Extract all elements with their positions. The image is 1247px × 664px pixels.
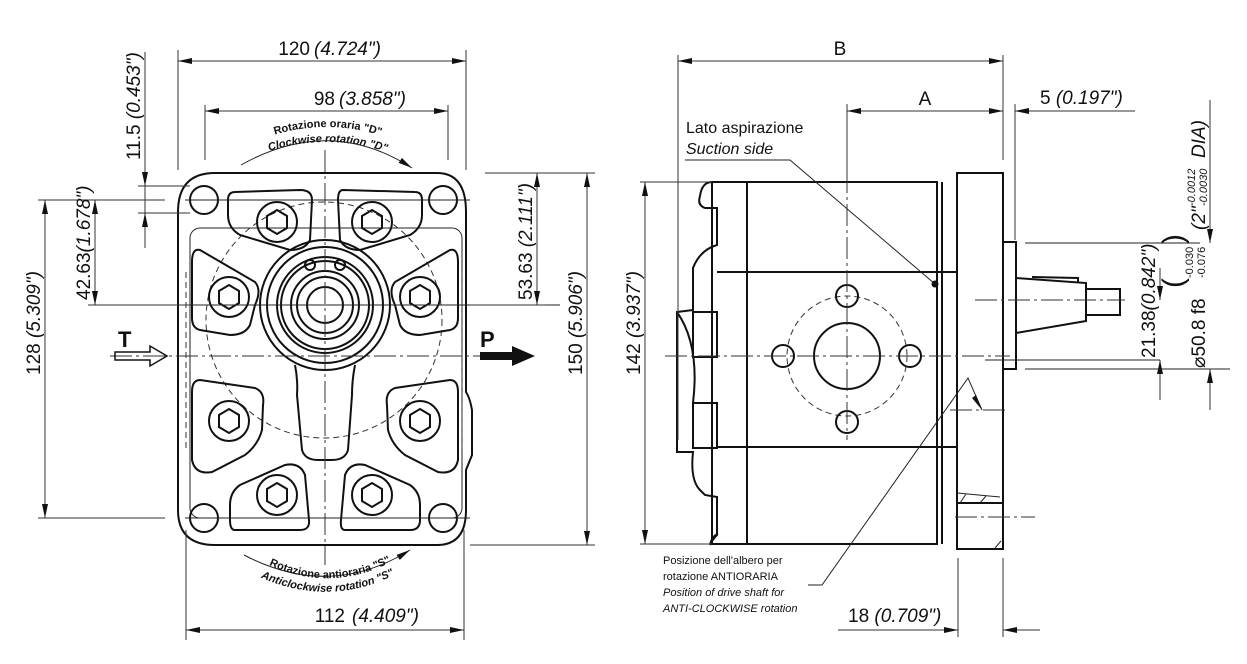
dim-body-height: 142 (3.937") bbox=[624, 271, 645, 375]
svg-text:(2": (2" bbox=[1189, 205, 1210, 230]
lobe-mid-left bbox=[191, 248, 260, 337]
pump-body bbox=[711, 181, 938, 545]
front-body-outline bbox=[177, 172, 473, 546]
bolt-head bbox=[208, 400, 250, 442]
lobe-low-right bbox=[385, 378, 459, 474]
dim-width-overall-mm: 120 bbox=[278, 39, 310, 60]
svg-text:⌀50.8 f8: ⌀50.8 f8 bbox=[1189, 298, 1210, 368]
mounting-flange bbox=[956, 172, 1004, 550]
dim-hole-spacing: 128 (5.309") bbox=[24, 271, 45, 375]
shaft-note-en-2: ANTI-CLOCKWISE rotation bbox=[662, 603, 797, 615]
lobe-low-left bbox=[191, 378, 265, 474]
central-rib bbox=[294, 364, 356, 461]
bolt-heads bbox=[208, 201, 441, 516]
suction-label-it: Lato aspirazione bbox=[686, 120, 804, 137]
bolt-head bbox=[208, 276, 250, 318]
shaft-note-it-2: rotazione ANTIORARIA bbox=[663, 571, 779, 583]
front-view: T P Rotazione oraria "D" Clockwise rotat… bbox=[24, 39, 595, 640]
bolt-head bbox=[256, 201, 298, 243]
bolt-head bbox=[399, 276, 441, 318]
rotation-label-clockwise-en: Clockwise rotation "D" bbox=[267, 133, 390, 155]
lobe-bottom-left bbox=[229, 463, 311, 531]
shaft-note-it-1: Posizione dell'albero per bbox=[663, 555, 783, 567]
dim-bottom-width-mm: 112 bbox=[315, 606, 345, 627]
bolt-head bbox=[256, 474, 298, 516]
dim-width-overall-inch: (4.724") bbox=[314, 39, 381, 60]
rotation-arc-clockwise bbox=[240, 140, 413, 169]
dim-bolt-spacing-mm: 98 bbox=[314, 89, 335, 110]
dim-port-offset-right: 53.63 (2.111") bbox=[516, 183, 537, 300]
drive-shaft bbox=[1015, 276, 1087, 335]
dim-bottom-width-inch: (4.409") bbox=[352, 606, 419, 627]
svg-text:-0.0012: -0.0012 bbox=[1186, 169, 1198, 206]
svg-text:-0.030: -0.030 bbox=[1184, 247, 1196, 278]
dim-port-offset-left: 42.63(1.678") bbox=[74, 186, 95, 301]
svg-text:): ) bbox=[1157, 234, 1190, 244]
svg-text:DIA): DIA) bbox=[1189, 120, 1210, 158]
port-label-outlet: P bbox=[480, 327, 495, 352]
dim-top-offset: 11.5 (0.453") bbox=[124, 52, 145, 160]
pilot-spigot bbox=[1002, 241, 1017, 370]
dim-pilot-diameter: ⌀50.8 f8 ( -0.030 -0.076 ) (2" -0.0012 -… bbox=[1157, 120, 1210, 368]
dim-height-overall: 150 (5.906") bbox=[566, 271, 587, 375]
bolt-head bbox=[351, 201, 393, 243]
dim-flange-thickness: 18 (0.709") bbox=[848, 606, 941, 627]
shaft-tip bbox=[1085, 288, 1121, 316]
outlet-arrow-icon bbox=[480, 346, 535, 366]
svg-text:-0.0030: -0.0030 bbox=[1198, 168, 1210, 206]
lobe-top-right bbox=[336, 188, 423, 252]
lobe-bottom-right bbox=[339, 463, 421, 531]
dim-A: A bbox=[919, 89, 932, 110]
bolt-head bbox=[399, 400, 441, 442]
rotation-arc-anticlockwise bbox=[243, 549, 411, 577]
mounting-holes bbox=[189, 185, 458, 533]
dim-shaft-offset: 21.38(0.842") bbox=[1139, 244, 1160, 359]
inlet-arrow-icon bbox=[114, 344, 169, 368]
svg-text:(: ( bbox=[1157, 278, 1190, 288]
dim-bolt-spacing-inch: (3.858") bbox=[339, 89, 406, 110]
bolt-circle bbox=[205, 201, 443, 439]
lobe-mid-right bbox=[390, 248, 459, 337]
dim-B: B bbox=[834, 39, 847, 60]
bolt-head bbox=[351, 474, 393, 516]
svg-text:-0.076: -0.076 bbox=[1196, 247, 1208, 278]
port-label-inlet: T bbox=[118, 327, 132, 352]
suction-label-en: Suction side bbox=[686, 141, 773, 158]
dim-flange-step: 5 (0.197") bbox=[1040, 88, 1123, 109]
side-view: Lato aspirazione Suction side Posizione … bbox=[624, 39, 1230, 637]
shaft-note-en-1: Position of drive shaft for bbox=[663, 587, 785, 599]
